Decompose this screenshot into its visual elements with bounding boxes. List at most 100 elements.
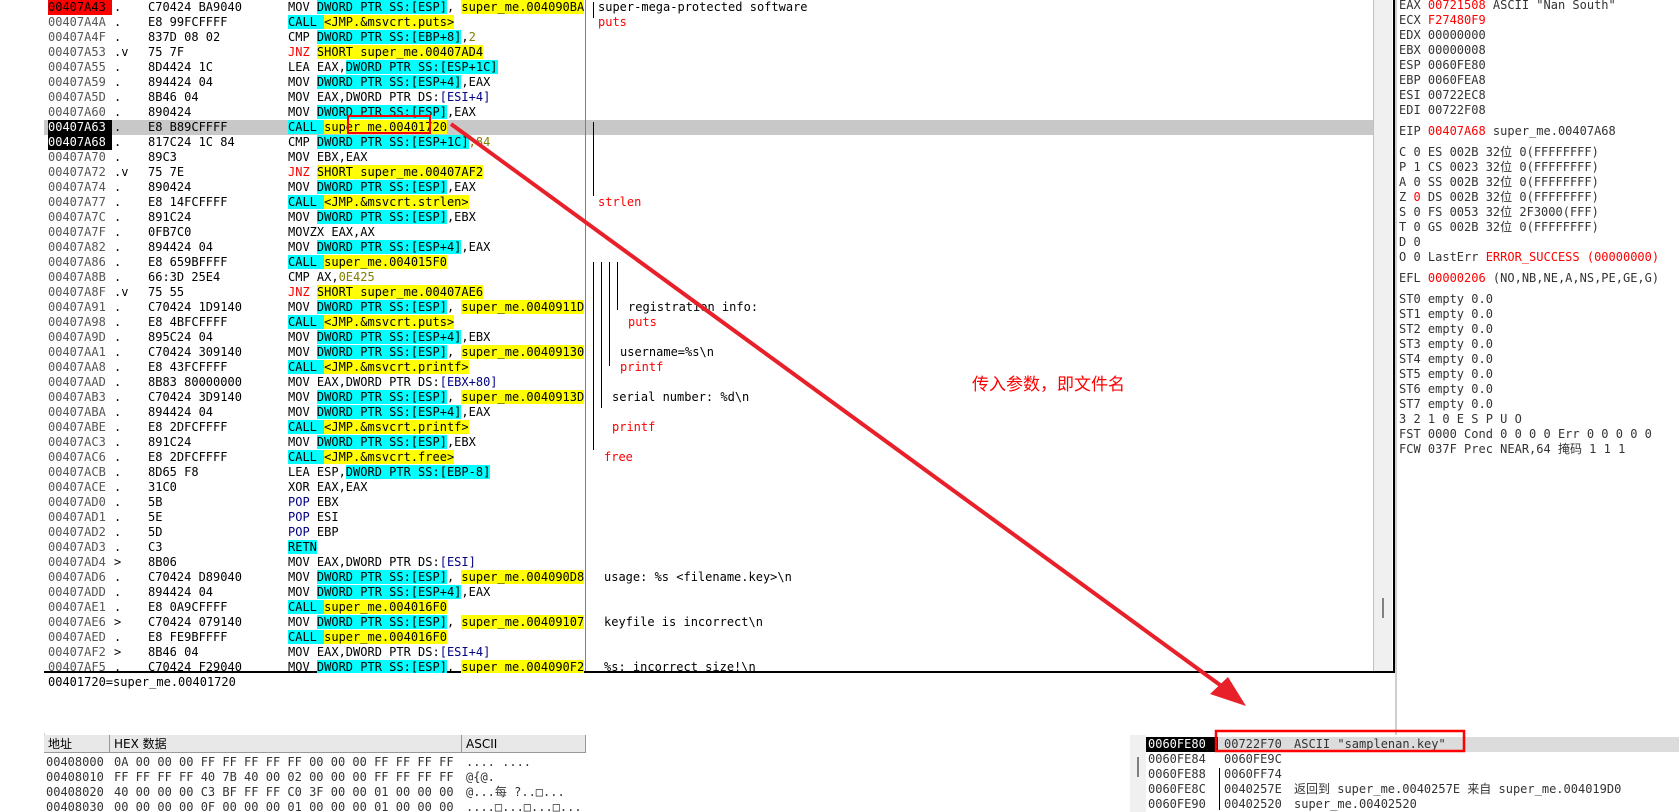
instruction-address: 00407A4F: [48, 30, 106, 44]
instruction-bytes: 75 55: [148, 285, 185, 299]
register-line[interactable]: ESP 0060FE80: [1399, 58, 1486, 73]
register-line[interactable]: ST4 empty 0.0: [1399, 352, 1493, 367]
register-line[interactable]: EFL 00000206 (NO,NB,NE,A,NS,PE,GE,G): [1399, 271, 1659, 286]
dump-header-address[interactable]: 地址: [44, 735, 110, 753]
instruction-segment: <JMP.&msvcrt.printf>: [324, 360, 469, 374]
register-line[interactable]: S 0 FS 0053 32位 2F3000(FFF): [1399, 205, 1599, 220]
register-line[interactable]: ST6 empty 0.0: [1399, 382, 1493, 397]
register-line[interactable]: FCW 037F Prec NEAR,64 掩码 1 1 1: [1399, 442, 1625, 457]
instruction-segment: MOV: [288, 0, 317, 14]
disassembly-scrollbar[interactable]: [1373, 0, 1392, 671]
register-line[interactable]: ESI 00722EC8: [1399, 88, 1486, 103]
stack-scrollbar-thumb[interactable]: [1137, 757, 1139, 777]
register-line[interactable]: Z 0 DS 002B 32位 0(FFFFFFFF): [1399, 190, 1599, 205]
instruction-segment: ,: [446, 345, 462, 359]
register-line[interactable]: EBP 0060FEA8: [1399, 73, 1486, 88]
instruction-address: 00407ABE: [48, 420, 106, 434]
register-line[interactable]: EDX 00000000: [1399, 28, 1486, 43]
jump-marker: .: [114, 255, 122, 269]
register-line[interactable]: A 0 SS 002B 32位 0(FFFFFFFF): [1399, 175, 1599, 190]
register-line[interactable]: ST0 empty 0.0: [1399, 292, 1493, 307]
register-line[interactable]: D 0: [1399, 235, 1421, 250]
stack-scrollbar[interactable]: [1130, 735, 1146, 812]
instruction-address: 00407AD6: [48, 570, 106, 584]
registers-pane[interactable]: EAX 00721508 ASCII "Nan South"ECX F27480…: [1395, 0, 1679, 735]
dump-header-hex[interactable]: HEX 数据: [110, 735, 462, 753]
register-line[interactable]: T 0 GS 002B 32位 0(FFFFFFFF): [1399, 220, 1599, 235]
register-line[interactable]: EBX 00000008: [1399, 43, 1486, 58]
register-line[interactable]: EAX 00721508 ASCII "Nan South": [1399, 0, 1616, 13]
register-line[interactable]: C 0 ES 002B 32位 0(FFFFFFFF): [1399, 145, 1599, 160]
register-line[interactable]: ST1 empty 0.0: [1399, 307, 1493, 322]
register-line[interactable]: ST2 empty 0.0: [1399, 322, 1493, 337]
register-line[interactable]: ST7 empty 0.0: [1399, 397, 1493, 412]
register-line[interactable]: FST 0000 Cond 0 0 0 0 Err 0 0 0 0 0: [1399, 427, 1652, 442]
register-line[interactable]: O 0 LastErr ERROR_SUCCESS (00000000): [1399, 250, 1659, 265]
register-line[interactable]: ST5 empty 0.0: [1399, 367, 1493, 382]
register-line[interactable]: EIP 00407A68 super_me.00407A68: [1399, 124, 1616, 139]
dump-header-ascii[interactable]: ASCII: [462, 735, 586, 753]
instruction-text: MOV EBX,EAX: [288, 150, 585, 165]
instruction-address: 00407AD4: [48, 555, 106, 569]
register-line[interactable]: EDI 00722F08: [1399, 103, 1486, 118]
register-line[interactable]: ST3 empty 0.0: [1399, 337, 1493, 352]
instruction-address: 00407AED: [48, 630, 106, 644]
register-line[interactable]: 3 2 1 0 E S P U O: [1399, 412, 1522, 427]
register-line[interactable]: P 1 CS 0023 32位 0(FFFFFFFF): [1399, 160, 1599, 175]
scrollbar-thumb[interactable]: [1382, 598, 1384, 618]
register-line[interactable]: ECX F27480F9: [1399, 13, 1486, 28]
